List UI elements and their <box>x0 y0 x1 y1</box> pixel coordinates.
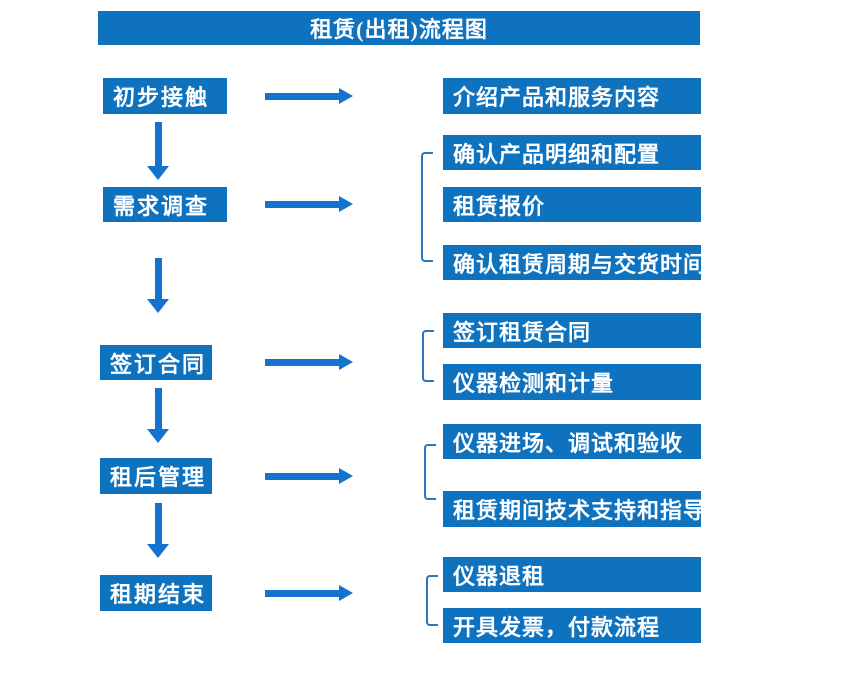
output-box: 确认产品明细和配置 <box>443 135 701 170</box>
flowchart-title: 租赁(出租)流程图 <box>98 11 700 45</box>
arrow-head <box>339 585 353 601</box>
arrow-head <box>147 429 169 443</box>
arrow-shaft <box>154 258 162 299</box>
right-arrow-icon <box>265 196 353 212</box>
output-box: 租赁期间技术支持和指导 <box>443 491 705 527</box>
group-bracket <box>424 444 436 500</box>
output-box: 仪器检测和计量 <box>443 364 701 400</box>
group-bracket <box>426 575 438 626</box>
stage-box-demand-survey: 需求调查 <box>103 187 227 222</box>
arrow-head <box>339 88 353 104</box>
down-arrow-icon <box>147 258 169 313</box>
group-bracket <box>422 330 434 382</box>
arrow-head <box>147 544 169 558</box>
stage-box-post-rental-management: 租后管理 <box>100 458 212 494</box>
output-box: 签订租赁合同 <box>443 313 701 348</box>
arrow-shaft <box>265 92 339 100</box>
arrow-head <box>147 166 169 180</box>
stage-box-sign-contract: 签订合同 <box>100 345 212 380</box>
down-arrow-icon <box>147 388 169 443</box>
output-box: 确认租赁周期与交货时间 <box>443 245 705 280</box>
output-box: 开具发票，付款流程 <box>443 608 701 643</box>
right-arrow-icon <box>265 354 353 370</box>
arrow-head <box>339 468 353 484</box>
arrow-shaft <box>154 122 162 166</box>
arrow-head <box>339 196 353 212</box>
down-arrow-icon <box>147 122 169 180</box>
arrow-shaft <box>265 358 339 366</box>
output-box: 仪器退租 <box>443 557 701 592</box>
arrow-shaft <box>265 472 339 480</box>
arrow-head <box>339 354 353 370</box>
arrow-shaft <box>265 200 339 208</box>
arrow-shaft <box>154 503 162 544</box>
right-arrow-icon <box>265 585 353 601</box>
right-arrow-icon <box>265 88 353 104</box>
stage-box-rental-end: 租期结束 <box>100 575 212 611</box>
right-arrow-icon <box>265 468 353 484</box>
stage-box-initial-contact: 初步接触 <box>103 78 227 114</box>
arrow-head <box>147 299 169 313</box>
output-box: 租赁报价 <box>443 187 701 222</box>
group-bracket <box>421 152 433 262</box>
arrow-shaft <box>154 388 162 429</box>
output-box: 介绍产品和服务内容 <box>443 78 701 114</box>
down-arrow-icon <box>147 503 169 558</box>
output-box: 仪器进场、调试和验收 <box>443 424 701 459</box>
arrow-shaft <box>265 589 339 597</box>
